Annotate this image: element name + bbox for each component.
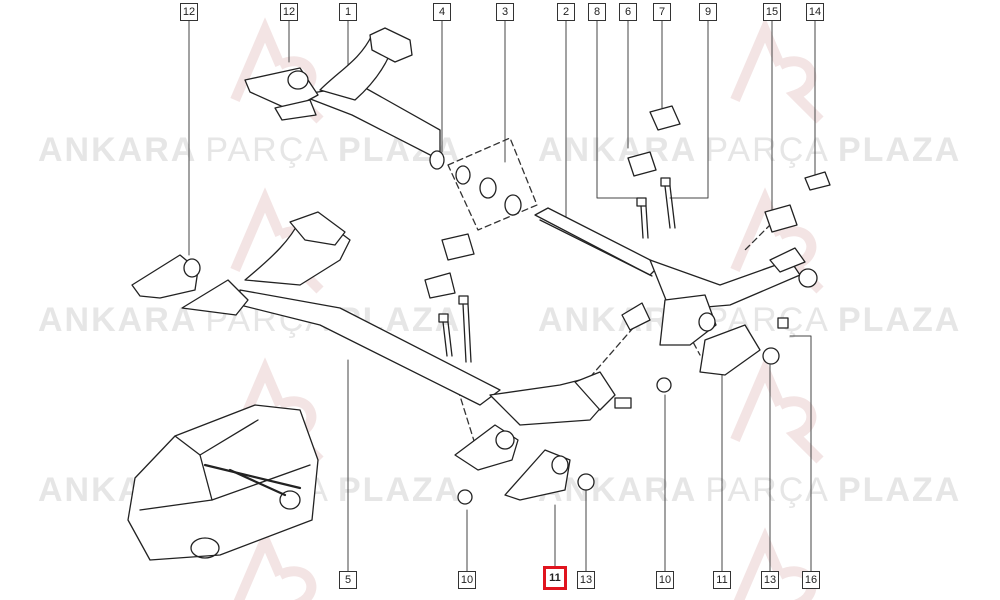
callout-5: 5: [339, 571, 357, 589]
hardware-set-a: [627, 105, 831, 393]
vehicle-outline: [127, 404, 319, 561]
callout-12: 12: [180, 3, 198, 21]
watermark-logo-icon: [730, 17, 824, 124]
callout-1: 1: [339, 3, 357, 21]
callout-7: 7: [653, 3, 671, 21]
watermark-logo-icon: [233, 527, 317, 600]
callout-4: 4: [433, 3, 451, 21]
callout-6: 6: [619, 3, 637, 21]
callout-13: 13: [577, 571, 595, 589]
callout-13: 13: [761, 571, 779, 589]
leader-lines: [188, 19, 816, 573]
callout-2: 2: [557, 3, 575, 21]
callout-11: 11: [713, 571, 731, 589]
callout-9: 9: [699, 3, 717, 21]
upper-axle-assembly: [244, 27, 818, 346]
callout-12: 12: [280, 3, 298, 21]
callout-10: 10: [458, 571, 476, 589]
callout-3: 3: [496, 3, 514, 21]
callout-11-highlighted: 11: [543, 566, 567, 590]
lower-axle-assembly: [131, 211, 632, 505]
callout-10: 10: [656, 571, 674, 589]
callout-8: 8: [588, 3, 606, 21]
callout-16: 16: [802, 571, 820, 589]
hardware-set-b: [424, 233, 475, 363]
callout-14: 14: [806, 3, 824, 21]
callout-15: 15: [763, 3, 781, 21]
